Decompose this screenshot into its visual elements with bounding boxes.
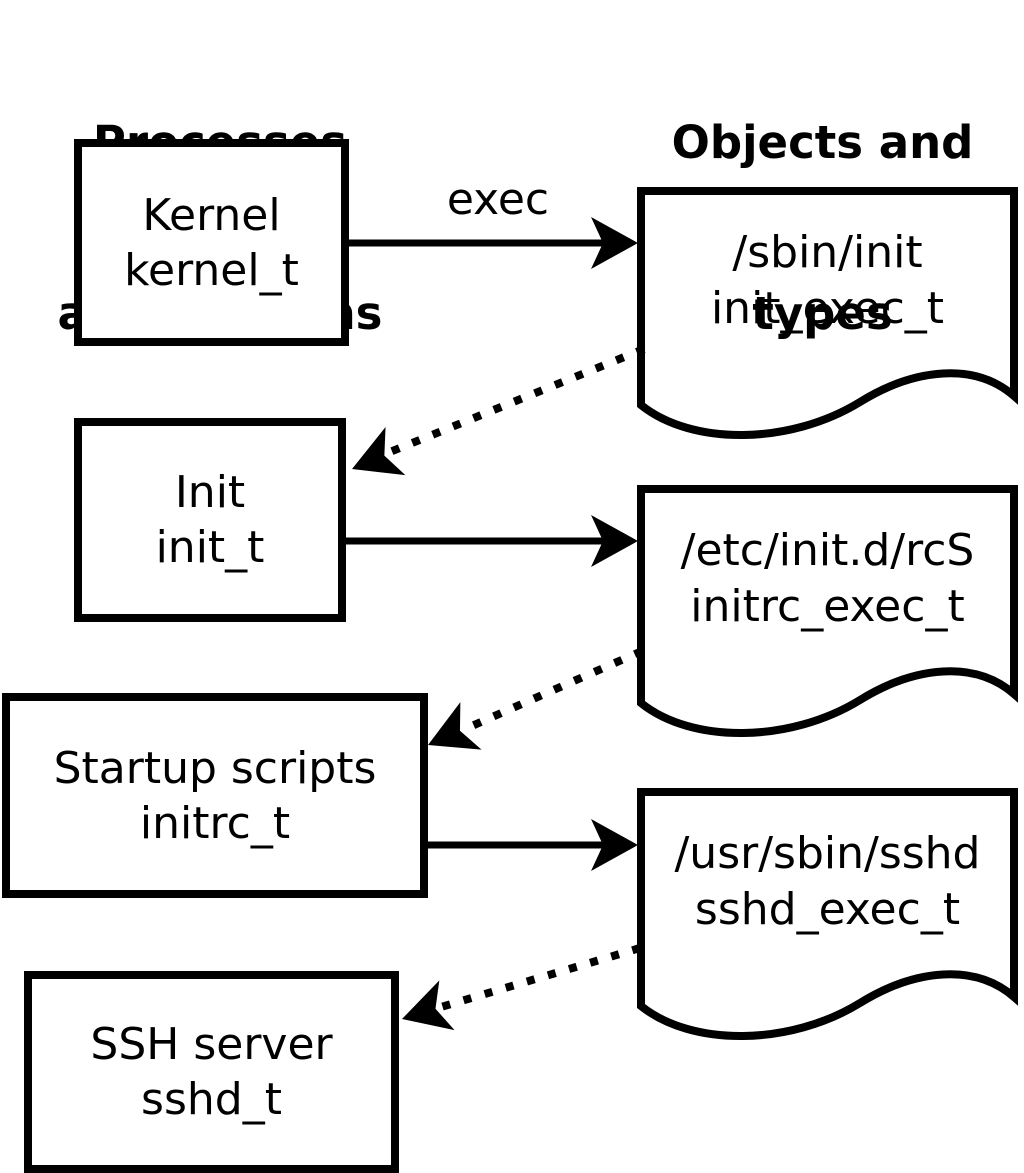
document-shape-initrc-exec xyxy=(637,485,1018,737)
object-path: /usr/sbin/sshd xyxy=(674,828,981,879)
dotted-arrow-initrc-exec-to-initrc xyxy=(428,647,644,750)
object-path: /etc/init.d/rcS xyxy=(680,525,975,576)
object-label-init-exec: /sbin/init init_exec_t xyxy=(645,196,1010,366)
process-domain: init_t xyxy=(155,522,265,573)
process-box-init: Init init_t xyxy=(74,418,346,622)
header-line: Objects and xyxy=(671,116,974,169)
document-shape-init-exec xyxy=(637,187,1018,439)
document-shape-sshd-exec xyxy=(637,788,1018,1040)
object-type: init_exec_t xyxy=(710,283,945,334)
solid-arrow-kernel-to-init-exec xyxy=(349,217,638,269)
object-label-sshd-exec: /usr/sbin/sshd sshd_exec_t xyxy=(645,797,1010,967)
process-box-kernel: Kernel kernel_t xyxy=(74,139,349,346)
solid-arrow-initrc-to-sshd-exec xyxy=(428,819,638,871)
process-label: Init xyxy=(174,467,246,518)
object-path: /sbin/init xyxy=(732,227,923,278)
process-label: Kernel xyxy=(142,189,281,241)
header-line: types xyxy=(752,287,893,340)
process-box-startup-scripts: Startup scripts initrc_t xyxy=(2,693,428,898)
process-domain: sshd_t xyxy=(141,1074,282,1125)
process-label: SSH server xyxy=(90,1019,333,1070)
process-label: Startup scripts xyxy=(53,742,377,794)
dotted-arrow-init-exec-to-init xyxy=(352,345,646,476)
dotted-arrow-sshd-exec-to-sshd xyxy=(402,944,642,1031)
process-domain: initrc_t xyxy=(139,797,291,849)
exec-arrow-label: exec xyxy=(446,174,550,225)
object-type: sshd_exec_t xyxy=(694,884,961,935)
column-header-objects: Objects and types xyxy=(620,0,1024,456)
object-label-initrc-exec: /etc/init.d/rcS initrc_exec_t xyxy=(645,494,1010,664)
process-box-ssh-server: SSH server sshd_t xyxy=(24,971,399,1173)
solid-arrow-init-to-initrc-exec xyxy=(346,515,638,567)
process-domain: kernel_t xyxy=(124,244,299,296)
object-type: initrc_exec_t xyxy=(690,581,965,632)
